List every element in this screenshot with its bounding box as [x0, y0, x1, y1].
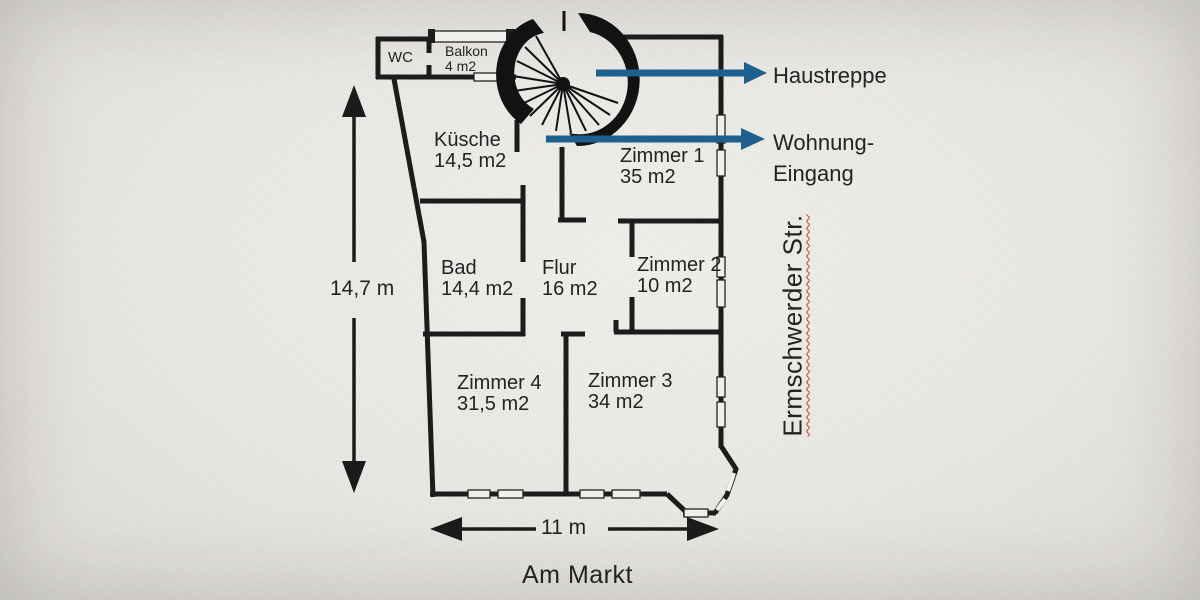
room-area: 10 m2	[637, 275, 693, 297]
top-door	[473, 72, 500, 82]
room-label-zimmer3: Zimmer 3 34 m2	[588, 371, 672, 413]
room-area: 4 m2	[445, 58, 477, 74]
balcony-rail-cap-left	[428, 29, 435, 43]
balcony-railing	[433, 30, 509, 43]
windows	[428, 29, 736, 518]
room-area: 35 m2	[620, 166, 676, 188]
room-name: Bad	[441, 257, 477, 279]
staircase-right-crescent	[569, 13, 640, 147]
room-name: Flur	[542, 257, 577, 279]
horizontal-dimension-arrow	[430, 517, 719, 541]
haustreppe-label: Haustreppe	[773, 63, 887, 88]
window	[716, 279, 726, 308]
room-area: 31,5 m2	[457, 393, 530, 415]
room-area: 34 m2	[588, 391, 644, 413]
room-area: 14,4 m2	[441, 278, 514, 300]
room-name: Zimmer 4	[457, 372, 542, 394]
wohnung-eingang-arrow	[546, 128, 765, 150]
staircase-spokes	[512, 35, 619, 134]
street-label-ermschwerder-str: Ermschwerder Str.	[777, 214, 808, 437]
room-label-balkon: Balkon 4 m2	[445, 44, 488, 74]
room-label-kueche: Küsche 14,5 m2	[434, 130, 506, 172]
zimmer1-left-wall	[558, 147, 586, 223]
window	[716, 114, 726, 144]
window	[497, 489, 524, 499]
wohnung-line1: Wohnung-	[773, 130, 875, 155]
room-label-zimmer1: Zimmer 1 35 m2	[620, 146, 704, 188]
room-name: Balkon	[445, 43, 488, 59]
window	[683, 508, 709, 518]
room-name: Zimmer 1	[620, 145, 705, 167]
window	[716, 376, 726, 398]
zimmer2-left-wall	[613, 221, 635, 333]
room-label-flur: Flur 16 m2	[542, 258, 598, 300]
room-label-wc: WC	[388, 49, 413, 66]
arrow-head-down	[342, 461, 366, 493]
vertical-dimension-arrow	[342, 85, 366, 493]
window	[467, 489, 491, 499]
spiral-staircase-icon	[496, 11, 640, 147]
window	[579, 489, 605, 499]
wohnung-line2: Eingang	[773, 161, 854, 186]
haustreppe-arrow-head	[744, 62, 767, 84]
height-dimension-label: 14,7 m	[330, 277, 395, 300]
staircase-hub	[556, 77, 570, 91]
haustreppe-arrow	[596, 62, 767, 84]
street-label-am-markt: Am Markt	[522, 561, 633, 589]
room-label-zimmer4: Zimmer 4 31,5 m2	[457, 373, 541, 415]
wohnung-eingang-label: Wohnung- Eingang	[773, 127, 874, 189]
inner-walls	[420, 120, 723, 496]
arrow-head-left	[430, 517, 462, 541]
wohnung-arrow-head	[741, 128, 765, 150]
window	[716, 256, 726, 278]
window	[716, 149, 726, 177]
room-label-bad: Bad 14,4 m2	[441, 258, 513, 300]
arrow-head-right	[687, 517, 719, 541]
room-area: 14,5 m2	[434, 150, 507, 172]
window	[716, 401, 726, 428]
room-name: Zimmer 3	[588, 370, 673, 392]
arrow-head-up	[342, 85, 366, 117]
window	[611, 489, 641, 499]
left-wall	[391, 78, 436, 498]
bay-window	[726, 472, 736, 492]
width-dimension-label: 11 m	[541, 516, 587, 539]
bay-window	[715, 497, 727, 512]
staircase-left-crescent	[496, 19, 544, 124]
room-label-zimmer2: Zimmer 2 10 m2	[637, 255, 721, 297]
room-area: 16 m2	[542, 278, 598, 300]
room-name: Küsche	[434, 129, 501, 151]
room-name: Zimmer 2	[637, 254, 722, 276]
